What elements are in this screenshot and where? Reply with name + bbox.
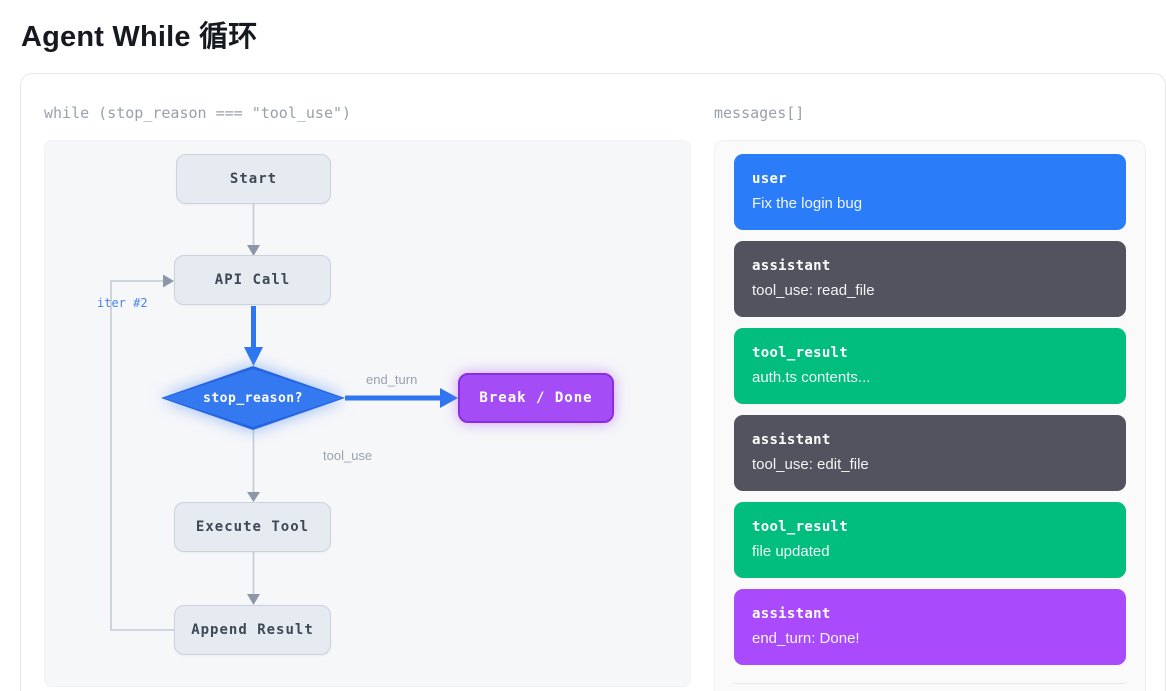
messages-list: user Fix the login bug assistant tool_us… [734, 154, 1126, 665]
message-content: Fix the login bug [752, 195, 863, 212]
page-title: Agent While 循环 [21, 21, 258, 53]
message-role: assistant [752, 258, 831, 274]
flow-node-start: Start [176, 154, 331, 204]
message-card: tool_result file updated [734, 502, 1126, 578]
message-content: tool_use: edit_file [752, 456, 869, 473]
flowchart-canvas: Start API Call stop_reason? Break / Done… [44, 140, 691, 687]
flow-section-header: while (stop_reason === "tool_use") [44, 104, 352, 122]
flow-node-api-call: API Call [174, 255, 331, 305]
message-content: tool_use: read_file [752, 282, 875, 299]
main-card: while (stop_reason === "tool_use") messa… [20, 73, 1166, 691]
messages-panel: user Fix the login bug assistant tool_us… [714, 140, 1146, 691]
edge-label-end-turn: end_turn [366, 372, 418, 387]
message-card: user Fix the login bug [734, 154, 1126, 230]
decision-label: stop_reason? [203, 390, 303, 406]
message-content: file updated [752, 543, 830, 560]
flow-node-decision: stop_reason? [161, 366, 345, 430]
message-content: auth.ts contents... [752, 369, 871, 386]
message-role: assistant [752, 432, 831, 448]
message-card: tool_result auth.ts contents... [734, 328, 1126, 404]
flow-node-execute-tool: Execute Tool [174, 502, 331, 552]
message-content: end_turn: Done! [752, 630, 860, 647]
edge-label-tool-use: tool_use [323, 448, 373, 463]
flow-node-break-done: Break / Done [458, 373, 614, 423]
message-role: user [752, 171, 787, 187]
message-role: tool_result [752, 519, 849, 535]
message-role: assistant [752, 606, 831, 622]
flow-node-append-result: Append Result [174, 605, 331, 655]
messages-divider [734, 683, 1126, 684]
flow-edges [110, 204, 458, 631]
edge-label-iter-2: iter #2 [97, 296, 148, 310]
message-card: assistant tool_use: read_file [734, 241, 1126, 317]
message-card: assistant end_turn: Done! [734, 589, 1126, 665]
message-card: assistant tool_use: edit_file [734, 415, 1126, 491]
message-role: tool_result [752, 345, 849, 361]
messages-section-header: messages[] [714, 104, 805, 122]
